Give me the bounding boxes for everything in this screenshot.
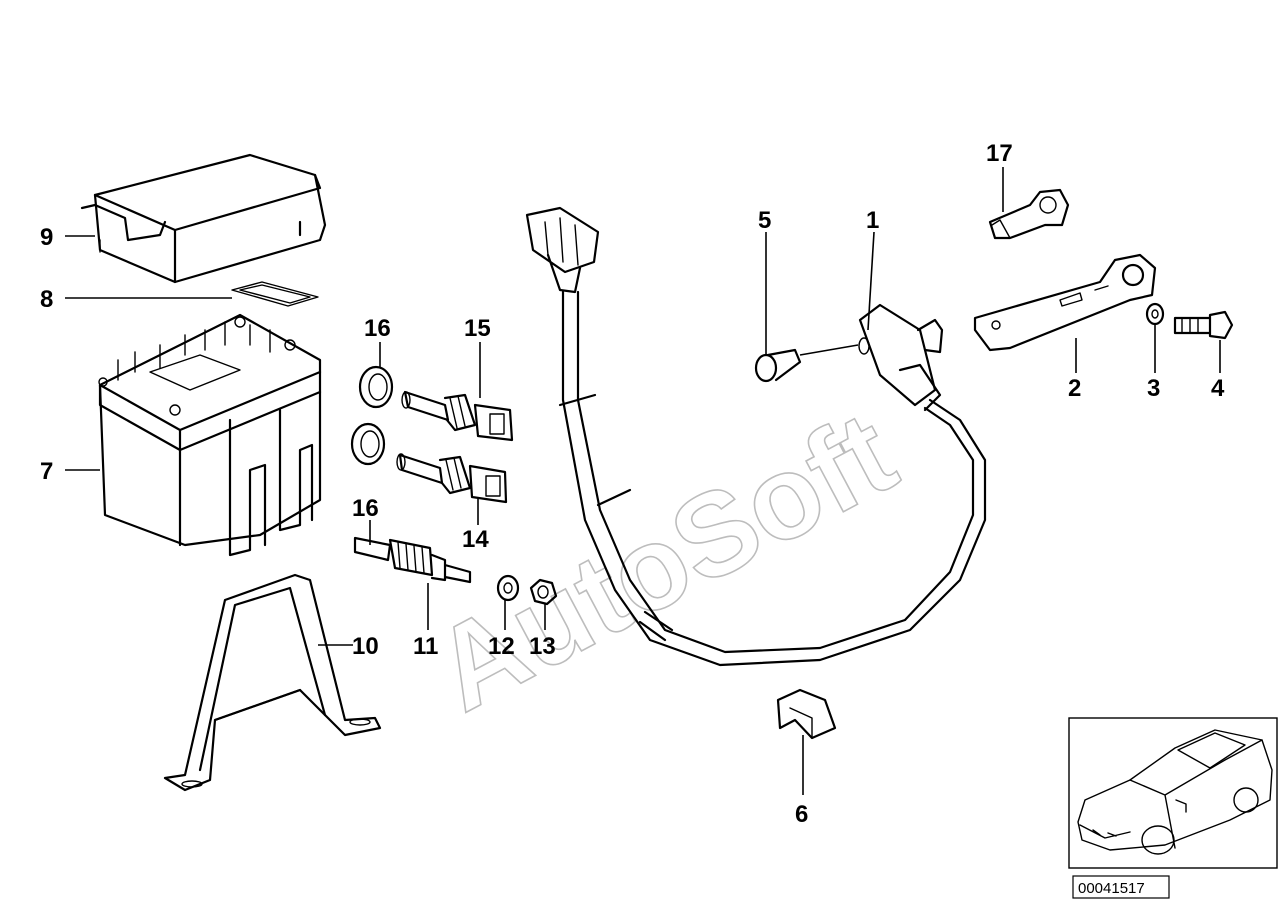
- part-2-bracket-plate: [973, 253, 1157, 352]
- part-16-sealing-ring-lower: [350, 422, 386, 466]
- diagram-code: 00041517: [1078, 880, 1145, 897]
- callout-13: 13: [529, 633, 556, 660]
- callout-1: 1: [866, 207, 879, 234]
- callout-7: 7: [40, 458, 53, 485]
- car-silhouette-icon: [1077, 729, 1273, 855]
- part-1-pulse-sensor: [525, 206, 987, 667]
- part-5-screw: [754, 344, 859, 383]
- part-3-washer: [1145, 302, 1165, 326]
- part-9-cover: [80, 153, 327, 284]
- callout-9: 9: [40, 224, 53, 251]
- part-10-bracket: [163, 573, 382, 792]
- callout-3: 3: [1147, 375, 1160, 402]
- watermark-text: AutoSoft: [413, 386, 915, 736]
- callout-12: 12: [488, 633, 515, 660]
- part-11-sensor: [353, 536, 472, 584]
- callout-17: 17: [986, 140, 1013, 167]
- vehicle-thumbnail: [1068, 717, 1278, 869]
- callout-labels: 9 8 7 10 16 15 16 14 11 12 13 5 1 17 2 3…: [40, 140, 1225, 828]
- callout-6: 6: [795, 801, 808, 828]
- part-8-gasket: [231, 281, 319, 307]
- part-14-temperature-sensor: [396, 453, 508, 504]
- part-16-sealing-ring-upper: [358, 365, 394, 409]
- part-6-clip: [776, 688, 837, 740]
- callout-8: 8: [40, 286, 53, 313]
- part-12-washer: [496, 574, 520, 602]
- callout-15: 15: [464, 315, 491, 342]
- callout-16-lower: 16: [352, 495, 379, 522]
- part-7-relay-box: [98, 313, 322, 557]
- part-4-bolt: [1173, 310, 1234, 340]
- callout-16-upper: 16: [364, 315, 391, 342]
- part-13-nut: [529, 578, 558, 606]
- callout-11: 11: [413, 633, 438, 660]
- part-15-temperature-sensor: [401, 390, 514, 442]
- diagram-code-box: 00041517: [1072, 875, 1170, 899]
- callout-4: 4: [1211, 375, 1225, 402]
- callout-5: 5: [758, 207, 771, 234]
- part-17-holder: [988, 188, 1070, 240]
- callout-2: 2: [1068, 375, 1081, 402]
- callout-14: 14: [462, 526, 489, 553]
- callout-10: 10: [352, 633, 379, 660]
- leader-lines: [65, 167, 1221, 795]
